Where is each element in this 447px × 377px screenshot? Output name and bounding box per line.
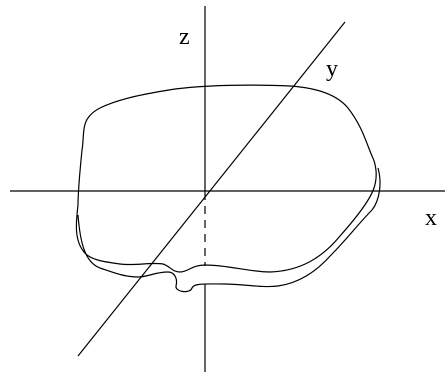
solid-front-outline [75,84,377,273]
z-axis-label: z [179,24,190,50]
solid-back-edge [77,167,381,293]
y-axis-label: y [326,56,338,82]
x-axis-label: x [425,205,437,231]
y-axis-line [77,21,346,357]
